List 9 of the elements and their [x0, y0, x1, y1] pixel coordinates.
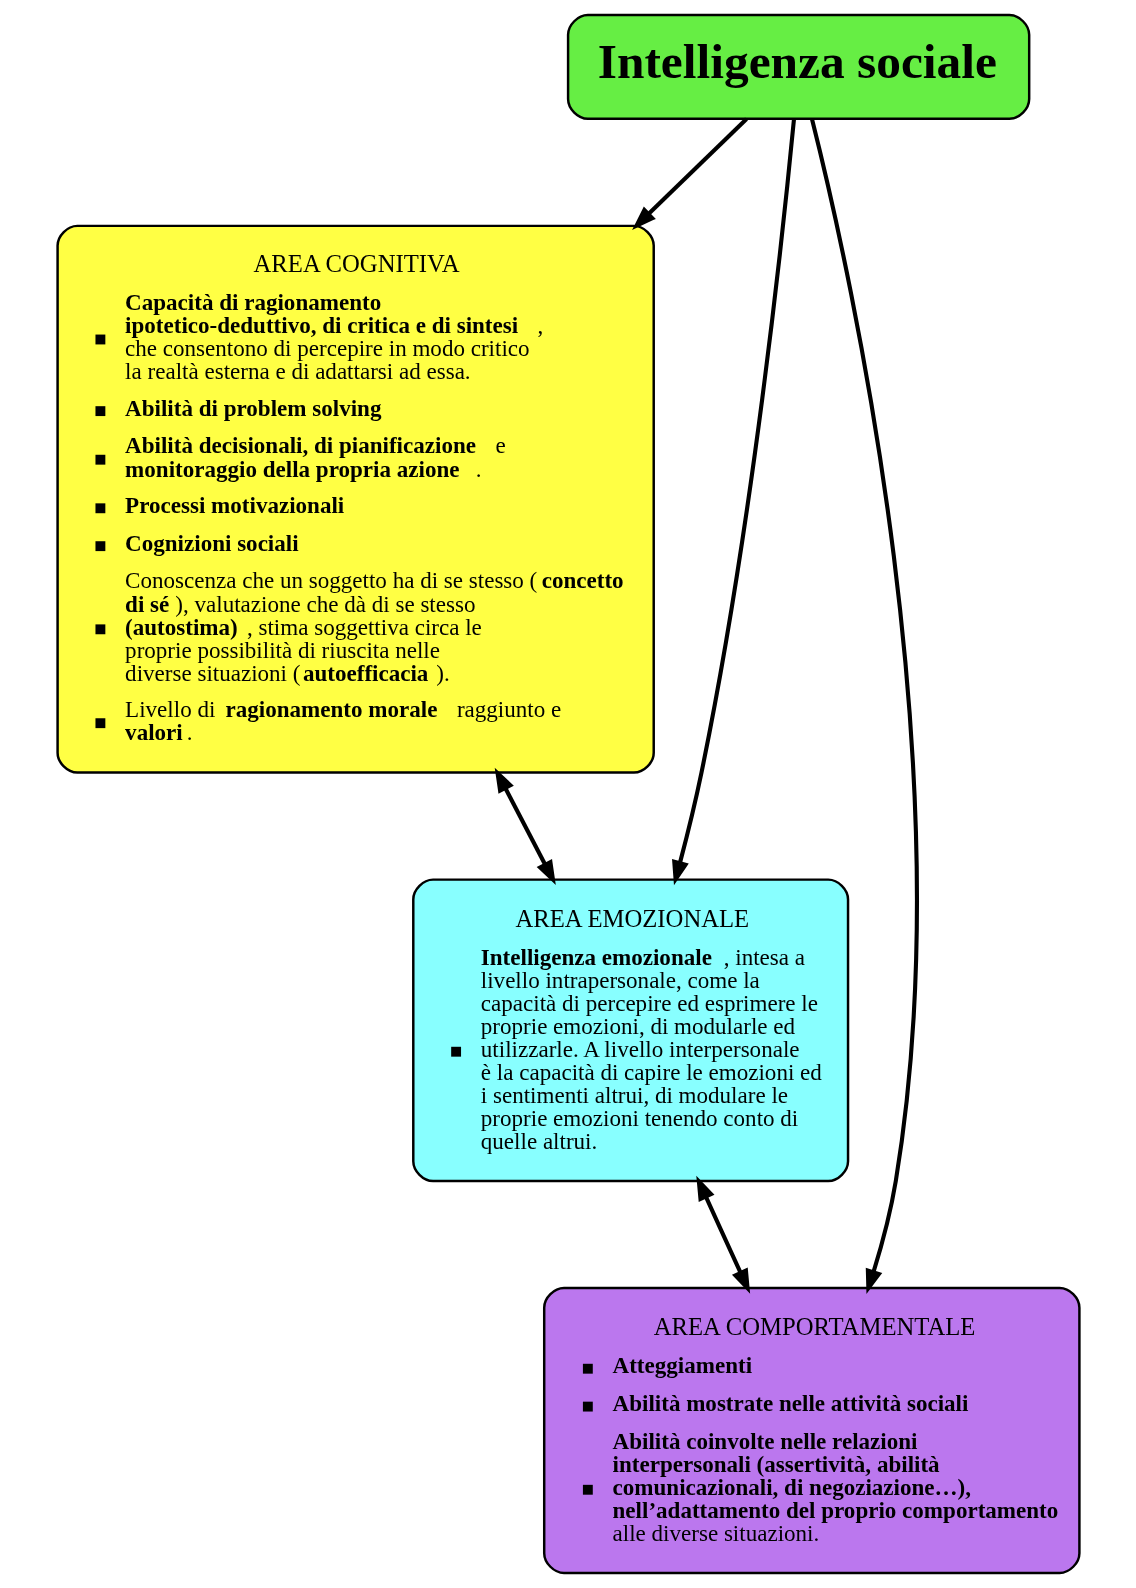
node-box: AREA COGNITIVA Capacità di ragionamento ipotetico-deduttivo, di critica e di sintesi, che consentono di percepire in modo critico la realtà esterna e di adattarsi ad essa. Abilità di problem solving Abilità decisionali, di pianificazione e monitoraggio della propria azione. Processi motivazionali Cognizioni sociali Conoscenza che un soggetto ha di se stesso (concetto di sé), valutazione che dà di se stesso (autostima), stima soggettiva circa le proprie possibilità di riuscita nelle diverse situazioni (autoefficacia). Livello di ragionamento morale raggiunto e valori.: [55, 224, 655, 774]
arrow: [671, 118, 796, 886]
arrow: [494, 767, 556, 885]
node-box: AREA EMOZIONALE Intelligenza emozionale, intesa a livello intrapersonale, come la capacità di percepire ed esprimere le proprie emozioni, di modularle ed utilizzarle. A livello interpersonale è la capacità di capire le emozioni ed i sentimenti altrui, di modulare le proprie emozioni tenendo conto di quelle altrui.: [411, 878, 849, 1183]
arrow: [695, 1175, 750, 1294]
node-box: AREA COMPORTAMENTALE Atteggiamenti Abilità mostrate nelle attività sociali Abilità coinvolte nelle relazioni interpersonali (assertività, abilità comunicazionali, di negoziazione…), nell’adattamento del proprio comportamento alle diverse situazioni.: [542, 1286, 1081, 1575]
arrow: [631, 117, 748, 230]
node-box: Intelligenza sociale: [566, 13, 1030, 121]
arrow: [809, 118, 919, 1294]
